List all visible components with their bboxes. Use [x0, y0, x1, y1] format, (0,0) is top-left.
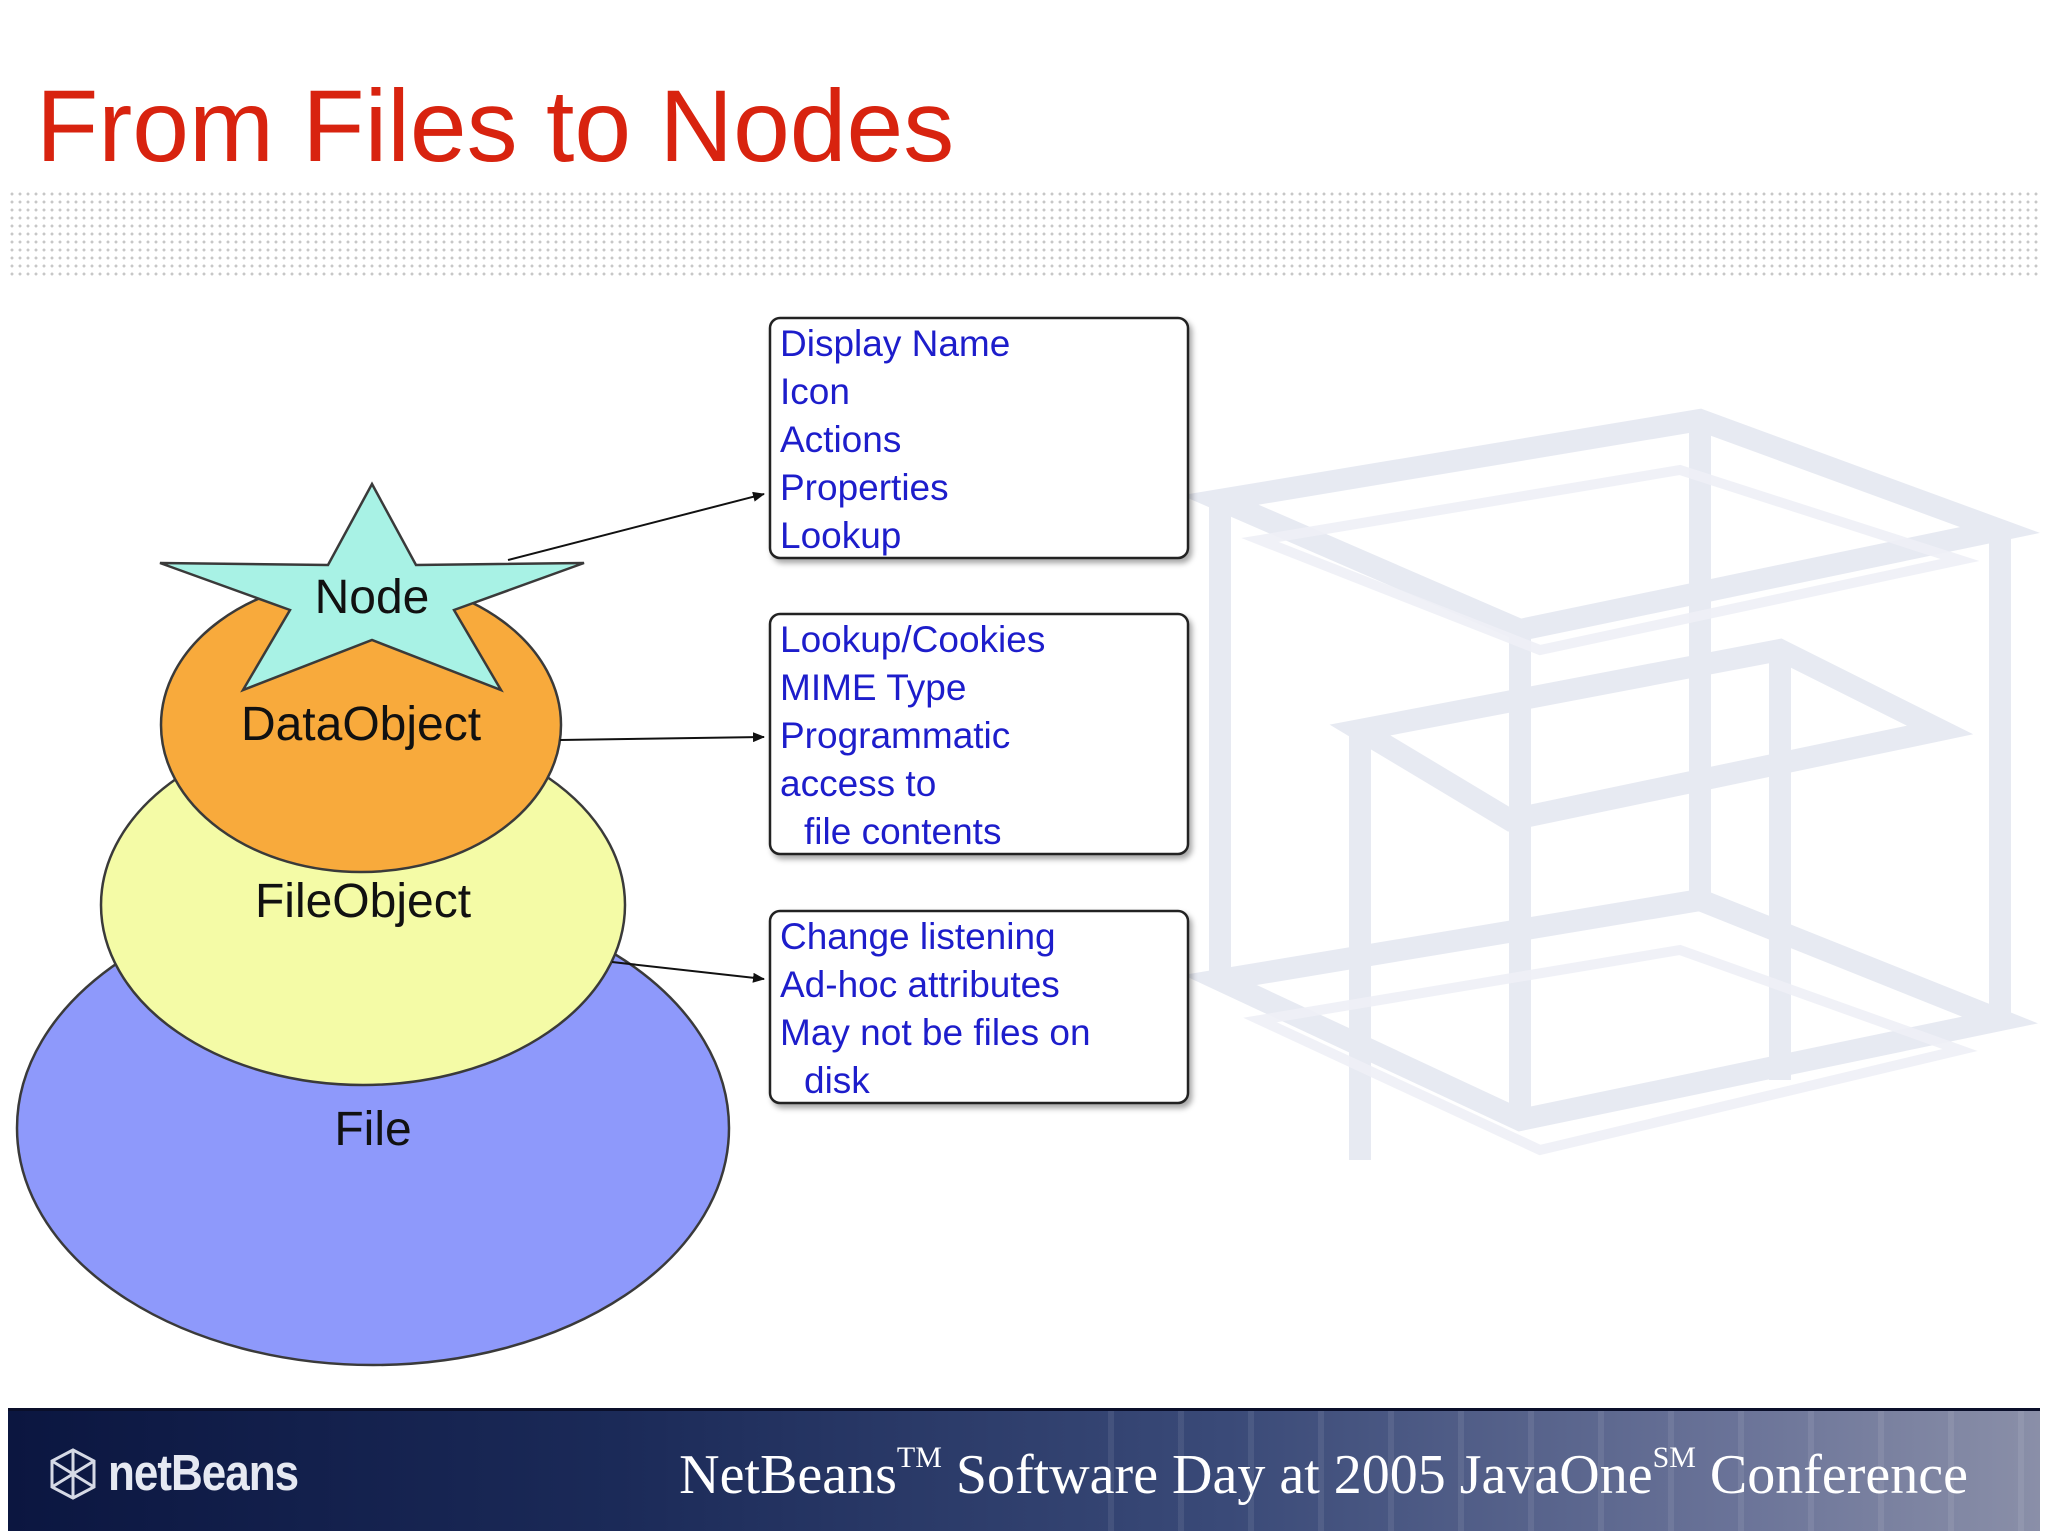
dotted-divider — [8, 190, 2040, 280]
box-line: MIME Type — [780, 667, 967, 708]
node-star — [159, 481, 585, 693]
node-properties-box — [768, 316, 1190, 560]
fileobject-properties-text: Change listening Ad-hoc attributes May n… — [780, 913, 1091, 1105]
box-line: Properties — [780, 467, 949, 508]
box-line: Change listening — [780, 916, 1056, 957]
box-line: Actions — [780, 419, 902, 460]
conference-prefix: NetBeans — [679, 1444, 897, 1506]
dataobject-properties-text: Lookup/Cookies MIME Type Programmatic ac… — [780, 616, 1045, 856]
trademark-mark: TM — [896, 1441, 942, 1474]
fileobject-arrow — [611, 961, 765, 983]
fileobject-layer-label: FileObject — [255, 875, 471, 928]
dataobject-arrow — [559, 732, 765, 743]
box-line: May not be files on — [780, 1012, 1091, 1053]
node-arrow — [507, 491, 765, 561]
box-line: file contents — [804, 811, 1002, 852]
file-layer-label: File — [334, 1103, 411, 1156]
node-properties-text: Display Name Icon Actions Properties Loo… — [780, 320, 1010, 560]
footer-bar: netBeans NetBeansTM Software Day at 2005… — [8, 1408, 2040, 1531]
conference-footer-text: NetBeansTM Software Day at 2005 JavaOneS… — [679, 1441, 1968, 1507]
netbeans-cube-icon — [50, 1448, 96, 1500]
box-line: disk — [804, 1060, 870, 1101]
netbeans-logo: netBeans — [48, 1445, 299, 1502]
slide-title: From Files to Nodes — [36, 69, 955, 183]
dataobject-properties-box — [768, 612, 1190, 856]
box-line: Programmatic — [780, 715, 1011, 756]
conference-middle: Software Day at 2005 JavaOne — [941, 1444, 1653, 1506]
dataobject-layer-label: DataObject — [241, 698, 481, 751]
fileobject-properties-box — [768, 909, 1190, 1105]
box-line: Lookup/Cookies — [780, 619, 1046, 660]
box-line: Ad-hoc attributes — [780, 964, 1060, 1005]
footer-decoration — [1108, 1411, 2040, 1531]
netbeans-logo-text: netBeans — [108, 1445, 299, 1502]
background-cube-image — [1181, 408, 2040, 1160]
box-line: Display Name — [780, 323, 1011, 364]
servicemark-mark: SM — [1652, 1441, 1696, 1474]
box-line: Lookup — [780, 515, 902, 556]
box-line: Icon — [780, 371, 850, 412]
conference-suffix: Conference — [1695, 1444, 1968, 1506]
node-layer-label: Node — [315, 571, 430, 624]
box-line: access to — [780, 763, 937, 804]
